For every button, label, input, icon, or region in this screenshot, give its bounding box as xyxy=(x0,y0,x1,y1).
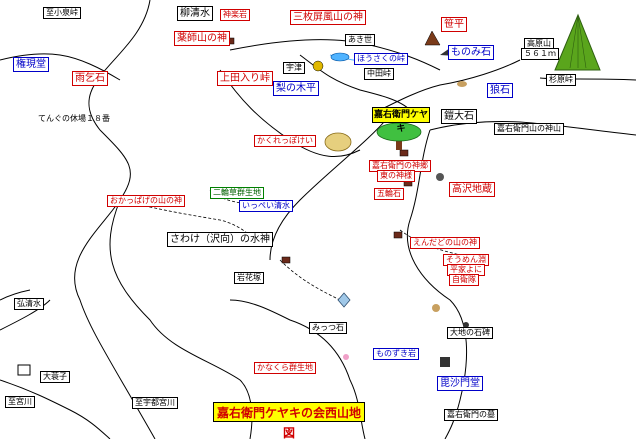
label-mittsu-ishi: みっつ石 xyxy=(309,322,347,334)
mountain-pass: 杉原峠 xyxy=(546,74,576,86)
road-west-upper xyxy=(0,53,121,81)
mountain-icon xyxy=(554,13,601,71)
label-kosen-toge: 至小泉峠 xyxy=(43,7,81,19)
figure-icon xyxy=(432,304,440,312)
flower-icon xyxy=(343,354,349,360)
pond xyxy=(330,52,350,62)
shrine-icon xyxy=(393,231,403,239)
keyaki-tree-icon xyxy=(376,122,422,150)
label-gongen-do: 権現堂 xyxy=(13,57,49,72)
map-title: 嘉右衛門ケヤキの会西山地図 xyxy=(213,402,365,440)
label-monozuki-iwa: ものずき岩 xyxy=(373,348,419,360)
label-tengu-yasumiba: てんぐの休場１８番 xyxy=(38,114,110,123)
label-akiyo: あき世 xyxy=(345,34,375,46)
trail-4 xyxy=(399,229,461,256)
road-southwest xyxy=(0,379,111,439)
keyaki-label: 嘉右衛門ケヤキ xyxy=(372,107,430,134)
trail-3 xyxy=(279,259,341,301)
label-ueda-iri-toge: 上田入り峠 xyxy=(217,71,273,86)
label-okappage-yamanokami: おかっぱげの山の神 xyxy=(107,195,185,207)
label-kakureppokei: かくれっぽけい xyxy=(254,135,316,147)
label-ippei-shimizu: いっぺい清水 xyxy=(239,200,293,212)
label-daichi-sekihi: 大地の石碑 xyxy=(447,327,493,339)
label-sawake-suijin: さわけ（沢向）の水神 xyxy=(167,232,273,247)
brush-icon xyxy=(324,132,352,152)
shrine-icon xyxy=(399,149,409,157)
label-jieitai: 自衛隊 xyxy=(449,274,479,286)
label-higashi-kamisama: 東の神様 xyxy=(377,170,415,182)
label-nakata-toge: 中田峠 xyxy=(364,68,394,80)
label-to-miyagawa: 至宮川 xyxy=(5,396,35,408)
mountain-height: ５６１ｍ xyxy=(521,48,559,60)
road-far-west xyxy=(0,299,51,331)
label-oomino: 大蓑子 xyxy=(40,371,70,383)
label-kaemon-haka: 嘉右衛門の墓 xyxy=(444,409,498,421)
label-kaemon-yamanokami: 嘉右衛門山の神山 xyxy=(494,123,564,135)
label-nirinso-gunsei: 二輪草群生地 xyxy=(210,187,264,199)
label-utsu: 宇津 xyxy=(283,62,305,74)
label-sasadaira: 笹平 xyxy=(441,17,467,32)
label-hosaku-toge: ほうさくの峠 xyxy=(354,53,408,65)
label-yakushi-yamanokami: 薬師山の神 xyxy=(174,31,230,46)
label-gorin-ishi: 五輪石 xyxy=(374,188,404,200)
jizo-icon xyxy=(436,173,444,181)
road-east-2 xyxy=(429,121,636,136)
label-hiro-shimizu: 弘清水 xyxy=(14,298,44,310)
animal-icon xyxy=(457,81,467,87)
lantern-icon xyxy=(440,357,450,367)
label-kanakura-gunsei: かなくら群生地 xyxy=(254,362,316,374)
label-to-utsunomiya-kawa: 至宇都宮川 xyxy=(132,397,178,409)
label-endado-yamanokami: えんだどの山の神 xyxy=(410,237,480,249)
stone-icon xyxy=(337,292,351,308)
label-iwahana-zuka: 岩花塚 xyxy=(234,272,264,284)
label-monomi-ishi: ものみ石 xyxy=(448,45,494,60)
bowl-icon xyxy=(463,322,469,328)
label-ookami-ishi: 狼石 xyxy=(487,83,513,98)
road-east xyxy=(379,59,521,111)
road-lower-left xyxy=(0,289,31,301)
road-southeast xyxy=(406,129,467,439)
owl-icon xyxy=(312,60,324,72)
label-yoroi-oishi: 鎧大石 xyxy=(441,109,477,124)
label-kagura-iwa: 神楽岩 xyxy=(220,9,250,21)
label-yanagi-shimizu: 柳清水 xyxy=(177,6,213,21)
label-nashinoki-daira: 梨の木平 xyxy=(273,81,319,96)
road-west-main xyxy=(74,0,156,439)
label-bishamon-do: 毘沙門堂 xyxy=(437,376,483,391)
road-center xyxy=(269,114,391,261)
house-icon xyxy=(17,364,31,376)
trail-1 xyxy=(119,199,261,246)
shrine-icon xyxy=(281,256,291,264)
label-sanmai-byobu: 三枚屏風山の神 xyxy=(290,10,366,25)
road-west-branch xyxy=(109,199,253,439)
label-takasawa-jizo: 高沢地蔵 xyxy=(449,182,495,197)
label-amagoi-ishi: 雨乞石 xyxy=(72,71,108,86)
tent-icon xyxy=(424,30,441,46)
